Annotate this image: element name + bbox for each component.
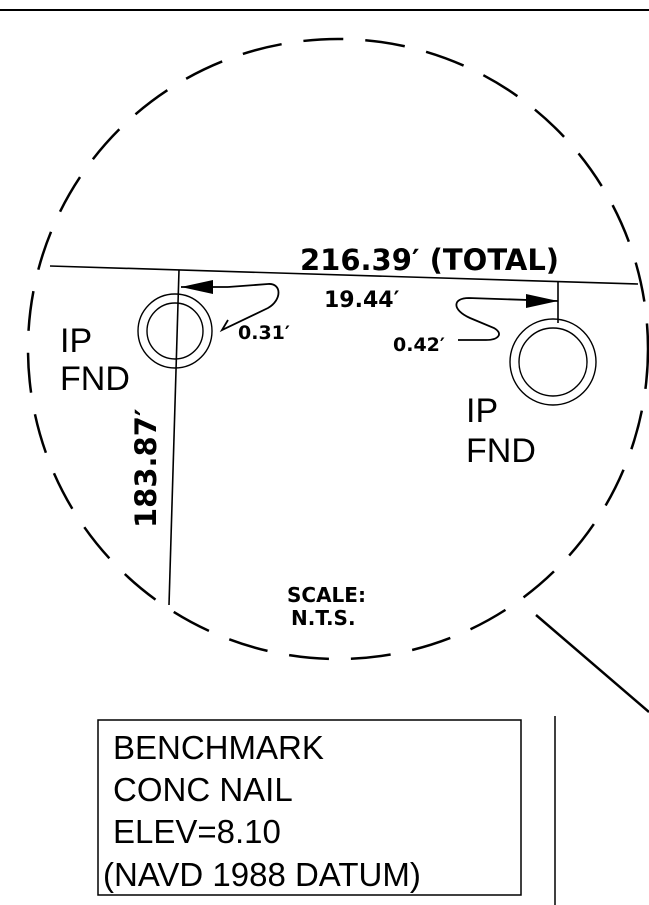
benchmark-line-1: BENCHMARK: [113, 729, 324, 766]
benchmark-line-4: (NAVD 1988 DATUM): [103, 856, 421, 893]
left-offset-label: 0.31′: [238, 322, 290, 344]
total-dimension-label: 216.39′ (TOTAL): [300, 243, 559, 277]
benchmark-line-2: CONC NAIL: [113, 771, 293, 808]
arrow-head-left: [181, 280, 213, 294]
right-iron-pipe-outer: [509, 318, 597, 406]
side-line-left: [168, 269, 180, 606]
scale-value: N.T.S.: [291, 606, 356, 630]
left-pipe-label-ip: IP: [60, 322, 92, 360]
detail-circle: [26, 37, 649, 661]
scale-label: SCALE:: [287, 583, 366, 607]
detail-leader-line: [535, 614, 649, 713]
right-pipe-label-ip: IP: [466, 392, 498, 430]
arrow-head-right: [526, 294, 558, 308]
right-offset-label: 0.42′: [393, 334, 445, 356]
right-iron-pipe-inner: [518, 327, 588, 397]
middle-dimension-label: 19.44′: [324, 288, 400, 313]
leader-0-42: [455, 297, 559, 341]
left-pipe-label-fnd: FND: [60, 360, 130, 398]
vertical-dimension-label: 183.87′: [129, 408, 163, 528]
right-pipe-label-fnd: FND: [466, 432, 536, 470]
leader-0-31: [219, 283, 280, 333]
benchmark-box: [97, 719, 522, 896]
left-iron-pipe-inner: [146, 302, 204, 360]
left-iron-pipe-outer: [137, 293, 213, 369]
benchmark-line-3: ELEV=8.10: [113, 813, 281, 850]
property-line: [49, 265, 639, 285]
